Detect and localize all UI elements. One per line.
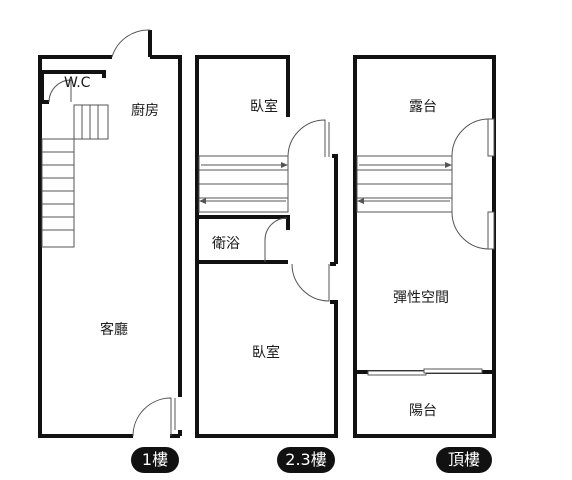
room-label-balcony: 陽台	[409, 403, 437, 419]
room-label-bedroom-lower: 臥室	[252, 345, 280, 361]
floor-2-stair-arrows	[199, 162, 288, 204]
room-label-bedroom-upper: 臥室	[250, 99, 278, 115]
floor-2-walls	[195, 55, 338, 438]
room-label-living-room: 客廳	[100, 322, 128, 338]
floor-badge-1: 1樓	[131, 447, 179, 473]
floor-2-details	[198, 119, 330, 302]
floor-badge-2-3: 2.3樓	[277, 447, 335, 473]
room-label-terrace: 露台	[409, 99, 437, 115]
floor-1-walls	[38, 30, 182, 438]
roof-floor-details	[356, 118, 495, 376]
floor-badge-roof: 頂樓	[436, 447, 492, 473]
room-label-kitchen: 廚房	[131, 103, 159, 119]
floor-1-details	[41, 29, 176, 437]
room-label-bathroom: 衛浴	[212, 236, 240, 252]
roof-stair-arrows	[357, 162, 452, 204]
room-label-flexible-space: 彈性空間	[393, 290, 449, 306]
room-label-wc: W.C	[64, 75, 91, 91]
